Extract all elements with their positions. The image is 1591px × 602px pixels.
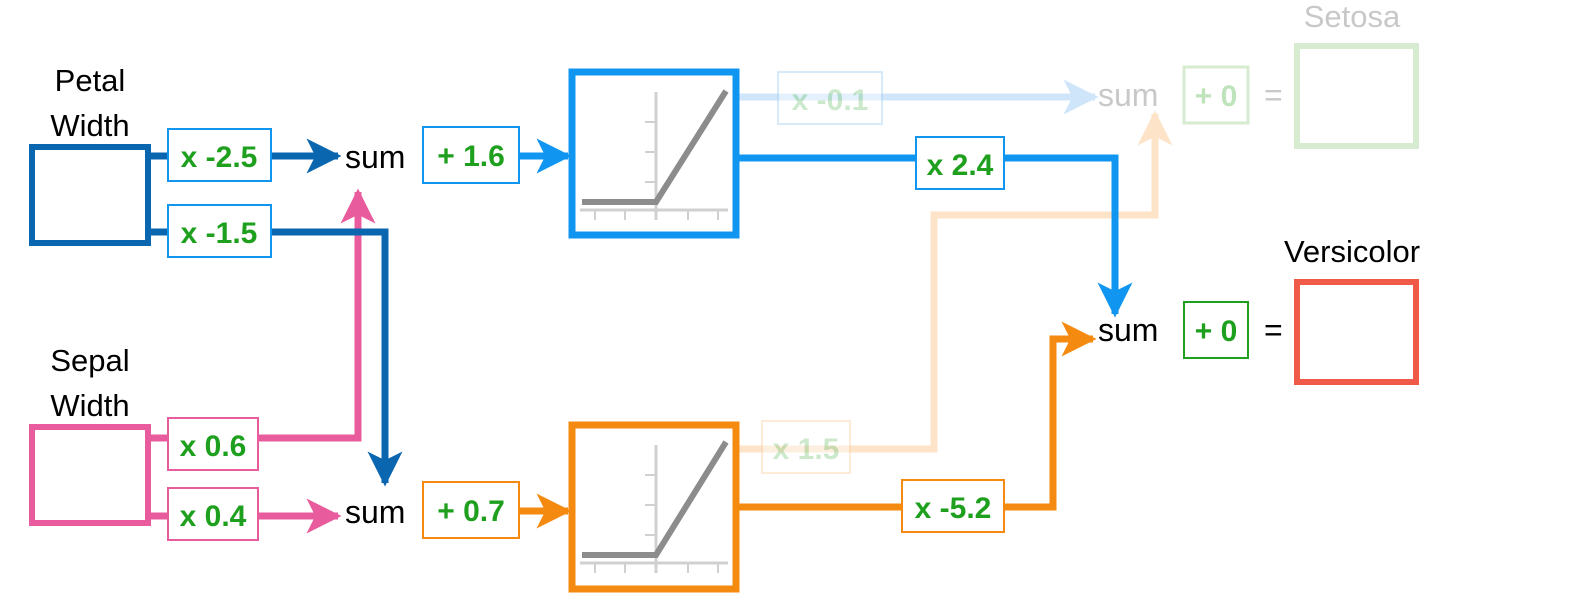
versicolor-label: Versicolor — [1284, 234, 1420, 269]
equals-sign: = — [1264, 77, 1283, 113]
weight-bottom-versicolor: x -5.2 — [901, 479, 1005, 533]
sepal-input-box[interactable] — [29, 424, 151, 526]
edge-bottom-to-versicolor — [738, 321, 1097, 511]
input-petal-width: Petal Width — [29, 63, 151, 246]
edge-bottom-to-setosa — [738, 110, 1173, 453]
bias-text: + 0 — [1195, 315, 1238, 348]
weight-text: x 0.4 — [180, 500, 247, 533]
bias-box — [422, 126, 520, 184]
output-setosa: sum + 0 = Setosa — [1098, 0, 1419, 149]
petal-label-line1: Petal — [55, 63, 126, 98]
weight-text: x -0.1 — [792, 84, 869, 117]
weight-top-setosa: x -0.1 — [777, 71, 883, 125]
weight-text: x 2.4 — [927, 149, 994, 182]
weight-text: x 1.5 — [773, 433, 840, 466]
weight-text: x -1.5 — [181, 217, 258, 250]
setosa-label: Setosa — [1304, 0, 1401, 34]
sepal-label-line2: Width — [50, 388, 129, 423]
weight-sepal-top: x 0.6 — [167, 417, 259, 471]
weight-petal-top: x -2.5 — [167, 128, 272, 182]
bias-text: + 0 — [1195, 80, 1238, 113]
bias-text: + 0.7 — [437, 495, 505, 528]
equals-sign: = — [1264, 312, 1283, 348]
sum-label: sum — [1098, 312, 1158, 348]
edge-top-to-versicolor — [738, 154, 1133, 318]
activation-node-top — [568, 68, 740, 239]
weight-petal-bottom: x -1.5 — [167, 204, 272, 258]
petal-label-line2: Width — [50, 108, 129, 143]
sum-bottom: sum + 0.7 — [345, 481, 520, 539]
weight-top-versicolor: x 2.4 — [915, 136, 1005, 190]
petal-input-box[interactable] — [29, 144, 151, 246]
input-sepal-width: Sepal Width — [29, 343, 151, 526]
sum-top: sum + 1.6 — [345, 126, 520, 184]
weight-text: x 0.6 — [180, 430, 247, 463]
weight-text: x -5.2 — [915, 492, 992, 525]
weight-text: x -2.5 — [181, 141, 258, 174]
node-box — [568, 68, 740, 239]
output-versicolor: sum + 0 = Versicolor — [1098, 234, 1420, 385]
sepal-label-line1: Sepal — [50, 343, 129, 378]
weight-bottom-setosa: x 1.5 — [761, 420, 851, 474]
setosa-connections — [738, 79, 1173, 453]
bias-box — [1182, 65, 1250, 125]
setosa-output-box[interactable] — [1294, 43, 1419, 149]
bias-box — [422, 481, 520, 539]
weight-sepal-bottom: x 0.4 — [167, 487, 259, 541]
versicolor-output-box[interactable] — [1294, 279, 1419, 385]
bias-box — [1183, 301, 1249, 359]
activation-node-bottom — [568, 421, 740, 593]
bias-text: + 1.6 — [437, 140, 505, 173]
sum-label: sum — [345, 139, 405, 175]
relu-graph-icon — [580, 440, 729, 573]
relu-graph-icon — [580, 89, 729, 220]
sum-label: sum — [345, 494, 405, 530]
sum-label: sum — [1098, 77, 1158, 113]
